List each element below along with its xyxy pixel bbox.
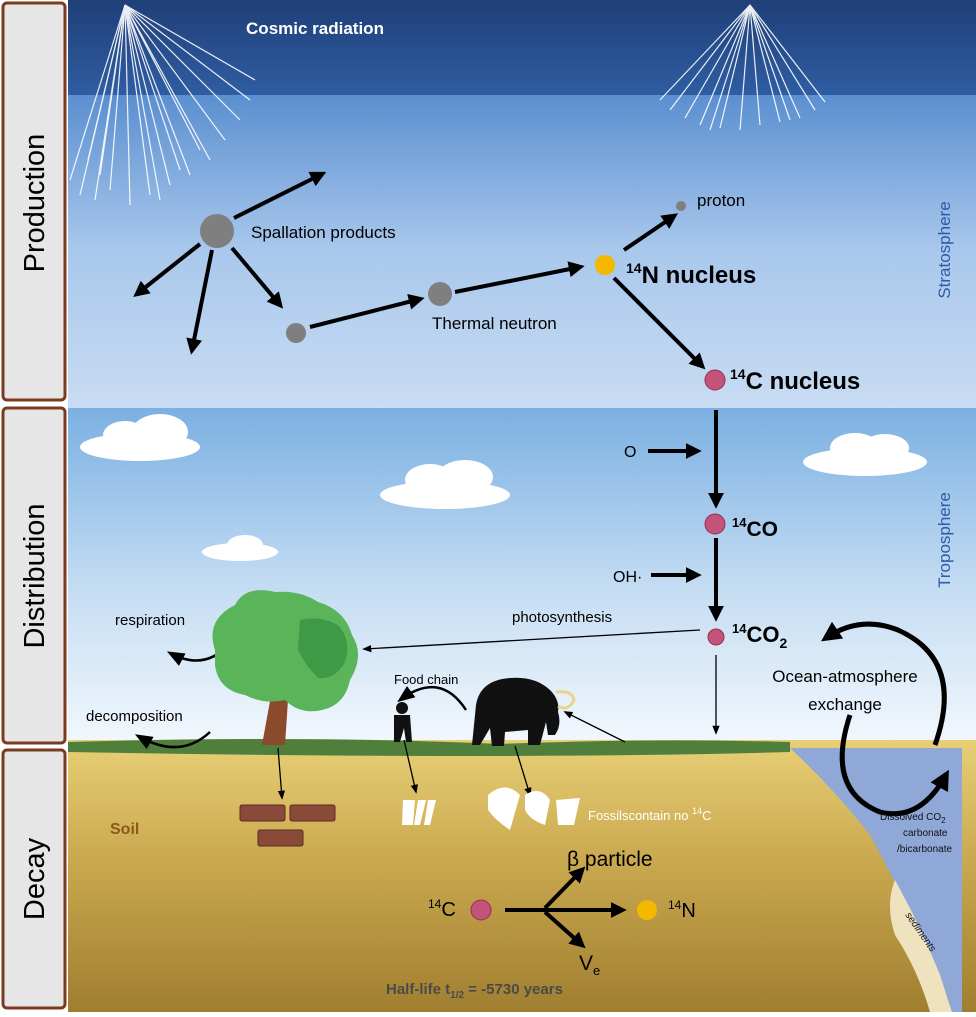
mammoth-silhouette (472, 677, 576, 746)
food-chain-arrow (397, 685, 468, 711)
decay-n14-particle (637, 900, 657, 920)
spallation-arrow-left (133, 242, 202, 297)
co-label: 14CO (732, 515, 778, 541)
decay-c14-label: 14C (428, 897, 456, 921)
carbonate-label: carbonate (903, 828, 948, 839)
human-to-fossil-arrow (403, 739, 418, 794)
n14-to-proton-arrow (622, 213, 678, 252)
neutrino-label: Ve (579, 952, 600, 978)
cosmic-ray-shower-left (69, 4, 256, 206)
decomposition-arrow (134, 731, 211, 750)
cloud-4 (803, 433, 927, 476)
spallation-particle (200, 214, 234, 248)
proton-particle (676, 201, 686, 211)
proton-label: proton (697, 191, 745, 210)
spallation-arrow-downright (230, 246, 284, 309)
photosynthesis-arrow (362, 629, 701, 653)
section-label-distribution: Distribution (19, 503, 51, 648)
c14-nucleus-label: 14C nucleus (730, 366, 860, 395)
n14-nucleus-label: 14N nucleus (626, 260, 756, 289)
cloud-1 (80, 414, 200, 461)
tree-to-soil-arrow (277, 747, 286, 800)
ocean-exchange-label-2: exchange (808, 695, 882, 714)
ocean-exchange-arrow-bottom (839, 714, 949, 817)
soil-band (68, 740, 976, 1012)
sediments-strip (890, 880, 952, 1012)
c14-nucleus-particle (704, 369, 726, 391)
dissolved-co2-label: Dissolved CO2 (880, 812, 946, 825)
neutron-particle (286, 323, 306, 343)
grass-line (68, 738, 790, 756)
spallation-arrow-down (186, 249, 214, 355)
fossils-label: Fossilscontain no 14C (588, 806, 711, 823)
co2-particle (707, 628, 725, 646)
thermal-neutron-particle (428, 282, 452, 306)
human-silhouette (394, 702, 412, 742)
decay-c14-particle (470, 899, 492, 921)
half-life-label: Half-life t1/2 = -5730 years (386, 981, 563, 1001)
layer-label-troposphere: Troposphere (935, 492, 954, 588)
ocean-exchange-arrow-top (821, 621, 947, 746)
upper-atmosphere-band (68, 0, 976, 95)
cosmic-radiation-label: Cosmic radiation (246, 19, 384, 38)
ocean (790, 748, 962, 1012)
oh-label: OH· (613, 569, 642, 586)
section-production: Production (1, 1, 67, 402)
section-distribution: Distribution (1, 406, 67, 745)
food-chain-label: Food chain (394, 672, 458, 687)
thermal-neutron-label: Thermal neutron (432, 314, 557, 333)
neutron-to-thermal-arrow (309, 294, 425, 329)
respiration-label: respiration (115, 612, 185, 629)
cosmic-ray-shower-right (659, 4, 826, 131)
layer-label-stratosphere: Stratosphere (935, 201, 954, 298)
tree (212, 590, 359, 745)
decomposition-label: decomposition (86, 708, 183, 725)
o-label: O (624, 444, 636, 461)
bicarbonate-label: /bicarbonate (897, 844, 952, 855)
buried-wood (239, 804, 336, 847)
photosynthesis-label: photosynthesis (512, 609, 612, 626)
n14-to-c14-arrow (612, 276, 706, 370)
decay-arrows (505, 866, 627, 949)
ocean-exchange-label-1: Ocean-atmosphere (772, 667, 918, 686)
stratosphere-band (68, 95, 976, 408)
section-label-decay: Decay (19, 837, 51, 920)
n14-particle (595, 255, 615, 275)
section-decay: Decay (1, 748, 67, 1010)
spallation-arrow-upright (233, 171, 327, 220)
thermal-to-n14-arrow (454, 261, 585, 294)
section-label-production: Production (19, 134, 51, 273)
ocean-exchange-arrows (821, 621, 949, 817)
distribution-arrows (648, 410, 724, 622)
spallation-arrows (133, 171, 706, 370)
thin-arrows (277, 629, 720, 800)
to-mammoth-arrow (563, 711, 626, 743)
cloud-2 (380, 460, 510, 509)
co-particle (704, 513, 726, 535)
tree-canopy-shade (298, 618, 348, 679)
mammoth-to-fossil-arrow (514, 745, 532, 797)
co2-label: 14CO2 (732, 621, 787, 651)
fossil-bones (402, 787, 580, 830)
spallation-products-label: Spallation products (251, 223, 396, 242)
decay-n14-label: 14N (668, 898, 696, 922)
beta-particle-label: β particle (567, 848, 653, 871)
soil-label: Soil (110, 821, 139, 838)
decay-neutrino-arrow (543, 910, 586, 949)
decay-beta-arrow (543, 866, 586, 910)
cloud-3 (202, 535, 278, 561)
